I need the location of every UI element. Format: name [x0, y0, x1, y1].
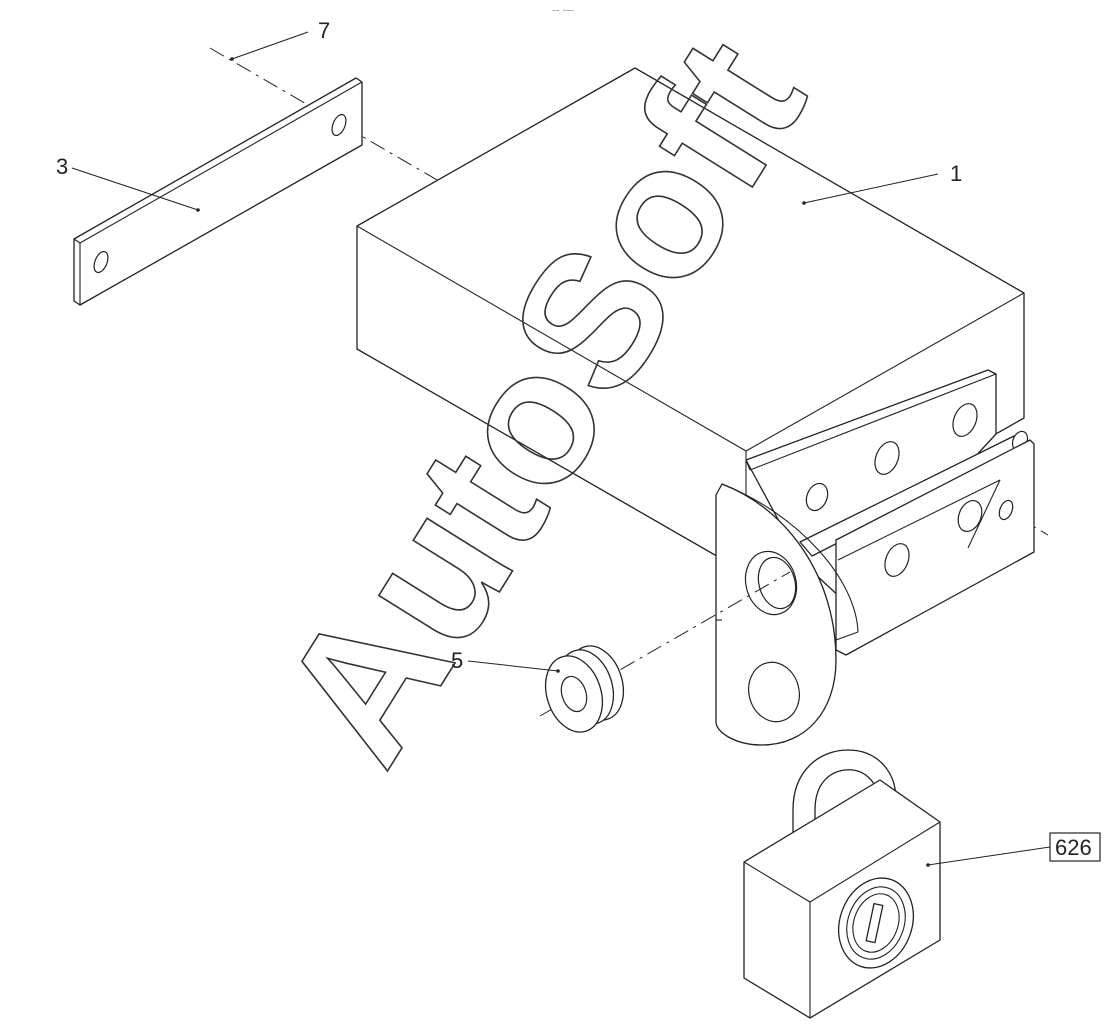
callout-3: 3 [56, 154, 68, 179]
callout-5: 5 [451, 648, 463, 673]
callout-626: 626 [1055, 835, 1092, 860]
hasp-plate [715, 483, 859, 746]
callout-7: 7 [318, 18, 330, 43]
part-5-grommet [544, 645, 625, 733]
callout-626-box [1049, 832, 1101, 862]
header-mark: −− −−− [552, 7, 574, 14]
part-626-padlock [743, 749, 941, 1019]
bracket [835, 439, 1035, 656]
leader-lines [71, 31, 1051, 867]
callout-1: 1 [950, 161, 962, 186]
part-3-plate [73, 77, 363, 306]
lower-axis-line [539, 571, 791, 717]
